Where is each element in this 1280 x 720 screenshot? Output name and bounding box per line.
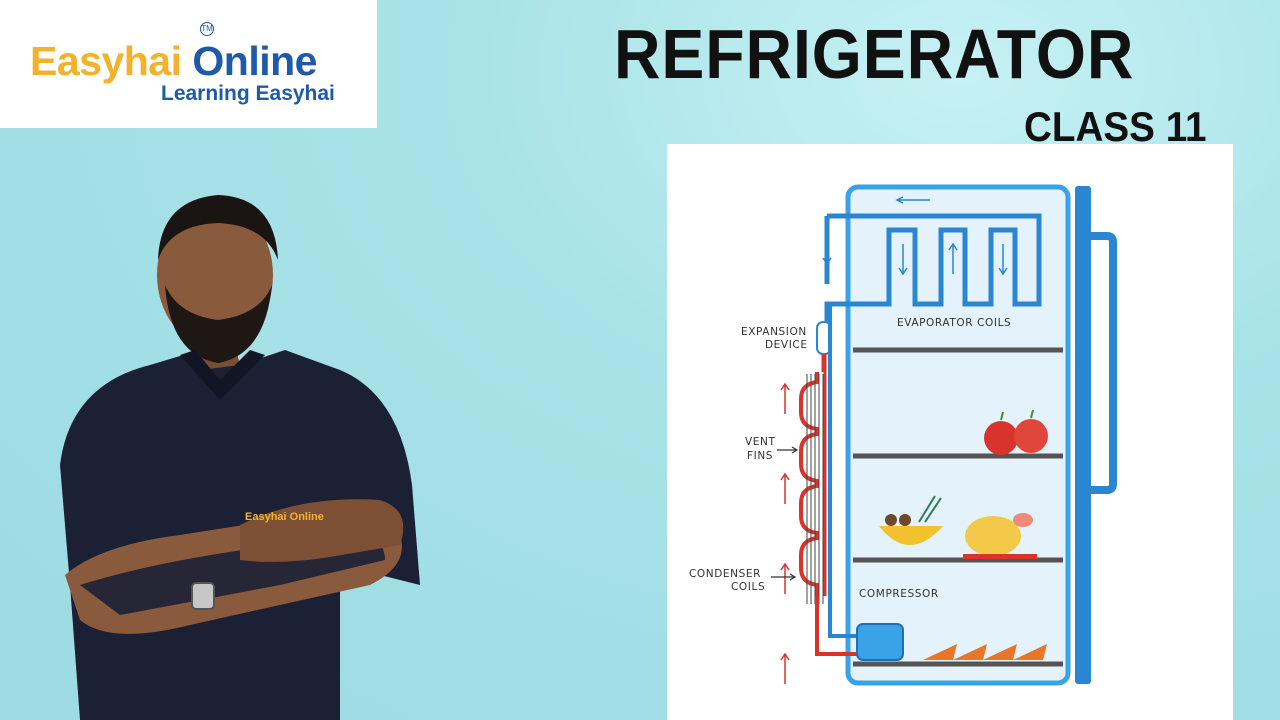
vent-fins	[806, 374, 824, 604]
logo-panel: Easyhai Online TM Learning Easyhai	[0, 0, 377, 128]
brand-tagline: Learning Easyhai	[161, 82, 335, 105]
refrigerator-diagram: EVAPORATOR COILS EXPANSION DEVICE VENT F…	[667, 144, 1233, 720]
compressor	[856, 623, 904, 661]
bowl-icon	[879, 526, 943, 545]
label-expansion-line1: EXPANSION	[741, 326, 807, 338]
page-title: REFRIGERATOR	[614, 15, 1135, 93]
label-evaporator-coils: EVAPORATOR COILS	[897, 317, 1011, 329]
label-expansion-line2: DEVICE	[765, 339, 808, 351]
evaporator-loop	[824, 213, 1042, 322]
label-condenser-line1: CONDENSER	[689, 568, 761, 580]
carrots-icon	[923, 644, 1047, 660]
brand-logo: Easyhai Online	[30, 38, 317, 84]
label-vent-line2: FINS	[747, 450, 773, 462]
condenser-coils	[799, 372, 819, 596]
flow-arrows-hot	[780, 382, 790, 684]
trademark-mark: TM	[200, 22, 214, 36]
presenter-figure: Easyhai Online	[60, 195, 420, 720]
apple-icon	[1014, 419, 1048, 453]
label-compressor: COMPRESSOR	[859, 588, 939, 600]
label-condenser-line2: COILS	[731, 581, 765, 593]
door-handle	[1091, 232, 1117, 494]
chicken-icon	[965, 516, 1021, 556]
label-vent-line1: VENT	[745, 436, 776, 448]
diagram-canvas: EVAPORATOR COILS EXPANSION DEVICE VENT F…	[689, 184, 1117, 686]
class-subtitle: CLASS 11	[1024, 103, 1207, 150]
flow-arrows-cold	[822, 234, 1008, 276]
apple-icon	[984, 421, 1018, 455]
shirt-logo-text: Easyhai Online	[245, 511, 324, 523]
fridge-door	[1075, 186, 1091, 684]
